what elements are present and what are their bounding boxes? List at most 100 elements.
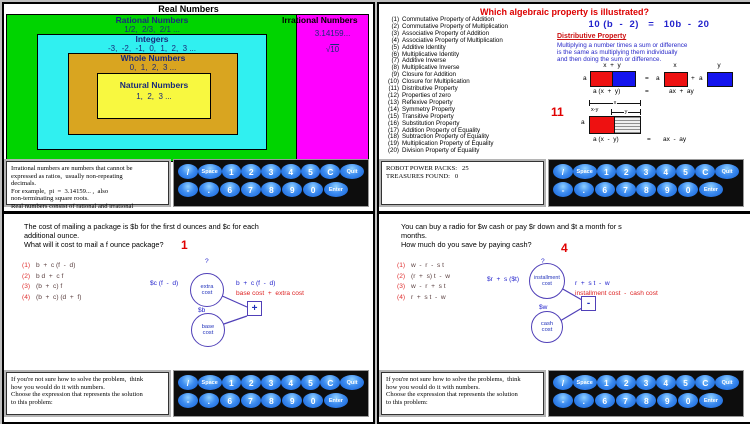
irrational-pi: 3.14159... — [314, 29, 351, 38]
key-button[interactable]: Quit — [715, 375, 739, 390]
option-expression: b + c (f - d) — [36, 262, 76, 269]
key-button[interactable]: 7 — [240, 393, 261, 408]
key-button[interactable]: 2 — [241, 375, 262, 390]
key-button[interactable]: 4 — [280, 375, 301, 390]
key-button[interactable]: Space — [197, 164, 222, 179]
key-button[interactable]: . — [573, 182, 594, 197]
key-button[interactable]: - — [553, 393, 573, 408]
key-button[interactable]: 6 — [219, 393, 240, 408]
key-button[interactable]: Quit — [340, 375, 364, 390]
key-button[interactable]: / — [178, 375, 198, 390]
key-button[interactable]: 0 — [303, 182, 324, 197]
key-button[interactable]: C — [695, 164, 716, 179]
key-button[interactable]: Enter — [698, 393, 723, 408]
key-button[interactable]: - — [178, 182, 198, 197]
key-button[interactable]: Enter — [323, 182, 348, 197]
key-button[interactable]: Enter — [698, 182, 723, 197]
key-button[interactable]: 0 — [678, 393, 699, 408]
equals-sign: = — [645, 88, 649, 95]
key-button[interactable]: / — [178, 164, 198, 179]
diagram-left-label: $r + s ($t) — [487, 276, 520, 283]
key-button[interactable]: 0 — [303, 393, 324, 408]
key-button[interactable]: 0 — [678, 182, 699, 197]
key-button[interactable]: 7 — [615, 182, 636, 197]
property-item: (18) Subtraction Property of Equality — [383, 134, 508, 141]
property-item: (9) Closure for Addition — [383, 71, 508, 79]
key-button[interactable]: 8 — [261, 182, 282, 197]
key-button[interactable]: 2 — [241, 164, 262, 179]
key-button[interactable]: 1 — [221, 164, 242, 179]
real-numbers-title: Real Numbers — [158, 4, 219, 14]
natural-numbers-box: Natural Numbers 1, 2, 3 ... — [97, 73, 211, 119]
key-button[interactable]: 9 — [657, 393, 678, 408]
property-label: Closure for Multiplication — [402, 78, 470, 86]
blue-area-box — [612, 71, 636, 87]
key-button[interactable]: 4 — [655, 375, 676, 390]
diagram-result-expression: b + c (f - d) — [236, 280, 276, 287]
key-button[interactable]: 5 — [675, 375, 696, 390]
red-area-box — [589, 116, 616, 134]
key-button[interactable]: 5 — [675, 164, 696, 179]
key-button[interactable]: 9 — [282, 393, 303, 408]
key-button[interactable]: 1 — [596, 375, 617, 390]
property-number: (7) — [391, 57, 399, 65]
key-button[interactable]: 5 — [300, 164, 321, 179]
key-button[interactable]: Space — [572, 375, 597, 390]
option-expression: (b + c) (d + f) — [36, 293, 82, 301]
property-number: (13) — [387, 98, 399, 106]
key-button[interactable]: 6 — [219, 182, 240, 197]
key-button[interactable]: Quit — [340, 164, 364, 179]
option-list: (1) w - r - s t (2) (r + s) t - w (3) w … — [397, 261, 450, 303]
key-button[interactable]: 7 — [615, 393, 636, 408]
key-button[interactable]: 6 — [594, 182, 615, 197]
option-expression: w - r - s t — [411, 262, 444, 269]
key-button[interactable]: Space — [197, 375, 222, 390]
key-button[interactable]: - — [553, 182, 573, 197]
key-button[interactable]: 7 — [240, 182, 261, 197]
key-button[interactable]: . — [198, 393, 219, 408]
key-button[interactable]: 4 — [280, 164, 301, 179]
diagram-result-expression: r + s t - w — [575, 280, 610, 287]
key-button[interactable]: C — [320, 375, 341, 390]
red-area-box — [590, 71, 614, 87]
key-button[interactable]: 6 — [594, 393, 615, 408]
key-button[interactable]: 9 — [657, 182, 678, 197]
answer-number: 11 — [551, 105, 564, 119]
cash-cost-node: cash cost — [531, 311, 563, 343]
key-button[interactable]: C — [695, 375, 716, 390]
key-button[interactable]: 9 — [282, 182, 303, 197]
diagram-mid-label: $b — [198, 307, 206, 314]
key-button[interactable]: 3 — [261, 375, 281, 390]
key-button[interactable]: 3 — [261, 164, 281, 179]
key-button[interactable]: 2 — [616, 164, 637, 179]
key-button[interactable]: - — [178, 393, 198, 408]
key-button[interactable]: . — [573, 393, 594, 408]
key-button[interactable]: Space — [572, 164, 597, 179]
key-button[interactable]: 1 — [596, 164, 617, 179]
key-button[interactable]: . — [198, 182, 219, 197]
key-button[interactable]: 1 — [221, 375, 242, 390]
key-button[interactable]: 2 — [616, 375, 637, 390]
key-button[interactable]: Quit — [715, 164, 739, 179]
diagram-mid-label: $w — [539, 304, 548, 311]
property-label: Closure for Addition — [402, 71, 456, 79]
quiz-title: Which algebraic property is illustrated? — [479, 7, 650, 17]
key-button[interactable]: 8 — [261, 393, 282, 408]
key-button[interactable]: Enter — [323, 393, 348, 408]
key-button[interactable]: / — [553, 164, 573, 179]
key-button[interactable]: 8 — [636, 393, 657, 408]
key-button[interactable]: C — [320, 164, 341, 179]
property-label: Properties of zero — [402, 91, 451, 99]
key-button[interactable]: 3 — [636, 164, 656, 179]
property-number: (11) — [388, 85, 399, 93]
hint-message: If you're not sure how to solve the prob… — [4, 370, 171, 417]
option-item: (3) (b + c) f — [22, 282, 81, 293]
key-button[interactable]: 5 — [300, 375, 321, 390]
key-button[interactable]: 4 — [655, 164, 676, 179]
key-button[interactable]: 8 — [636, 182, 657, 197]
diagram-connector-lines — [219, 294, 248, 326]
option-number: (2) — [22, 272, 31, 280]
score-message: ROBOT POWER PACKS: 25 TREASURES FOUND: 0 — [379, 159, 546, 207]
key-button[interactable]: / — [553, 375, 573, 390]
key-button[interactable]: 3 — [636, 375, 656, 390]
